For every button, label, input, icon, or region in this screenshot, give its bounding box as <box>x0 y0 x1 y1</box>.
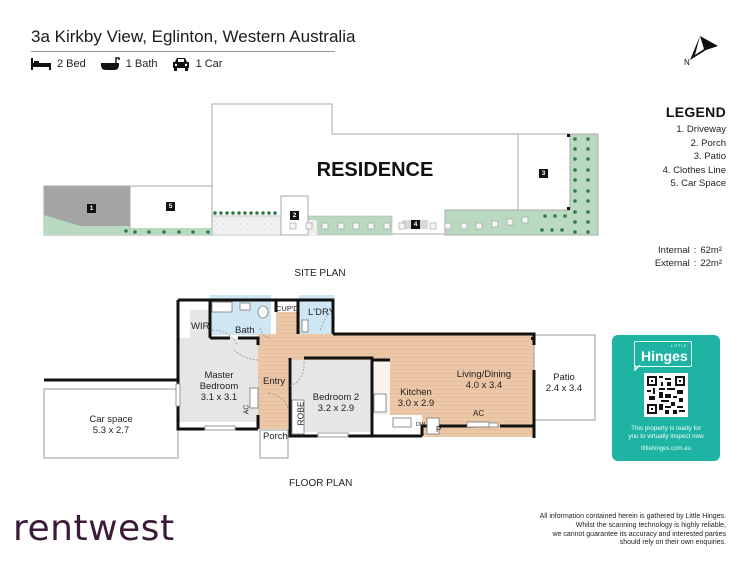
legend-item: 2. Porch <box>690 137 726 149</box>
residence-title: RESIDENCE <box>317 159 434 181</box>
floor-plan <box>43 295 596 459</box>
room-dimensions: 3.0 x 2.9 <box>397 398 435 409</box>
site-plan-caption: SITE PLAN <box>294 268 345 279</box>
room-name: Bedroom 2 <box>312 392 360 403</box>
room-name: Master <box>204 370 234 381</box>
room-master-bedroom: Master Bedroom 3.1 x 3.1 <box>196 370 242 403</box>
separator: : <box>693 245 697 256</box>
hinges-url-link[interactable]: littlehinges.com.au <box>641 446 691 452</box>
area-summary: Internal:62m² External:22m² <box>655 244 722 270</box>
ac-label: AC <box>473 409 485 418</box>
bed-icon <box>31 58 51 70</box>
room-dimensions: 3.2 x 2.9 <box>317 403 355 414</box>
marker-clothes-line: 4 <box>411 220 420 229</box>
marker-car-space: 5 <box>166 202 175 211</box>
room-robe: ROBE <box>295 401 306 426</box>
room-car-space: Car space 5.3 x 2.7 <box>86 414 136 436</box>
feature-bath: 1 Bath <box>100 57 158 71</box>
feature-car-label: 1 Car <box>195 58 223 70</box>
internal-value: 62m² <box>700 245 722 256</box>
hinges-small-label: LITTLE <box>670 343 687 348</box>
marker-patio: 3 <box>539 169 548 178</box>
site-plan: RESIDENCE SITE PLAN <box>43 103 599 279</box>
separator: : <box>693 258 697 269</box>
room-laundry: L'DRY <box>308 307 335 318</box>
room-living-dining: Living/Dining 4.0 x 3.4 <box>452 369 516 391</box>
room-bath: Bath <box>235 325 255 336</box>
disclaimer-line: All information contained herein is gath… <box>539 513 726 520</box>
property-features: 2 Bed 1 Bath 1 Car <box>31 57 222 71</box>
room-dimensions: 4.0 x 3.4 <box>465 380 503 391</box>
room-porch: Porch <box>263 431 288 442</box>
car-icon <box>172 58 189 71</box>
room-name: Patio <box>553 372 575 383</box>
room-dimensions: 2.4 x 3.4 <box>545 383 583 394</box>
disclaimer-line: should rely on their own enquiries. <box>619 539 726 547</box>
disclaimer-line: we cannot guarantee its accuracy and int… <box>552 530 726 538</box>
pantry-label: P <box>436 425 442 434</box>
property-address: 3a Kirkby View, Eglinton, Western Austra… <box>31 27 356 46</box>
ac-label: AC <box>243 404 251 415</box>
external-value: 22m² <box>700 258 722 269</box>
legend-item: 5. Car Space <box>670 178 726 189</box>
room-name: Kitchen <box>400 387 432 398</box>
marker-driveway: 1 <box>87 204 96 213</box>
room-kitchen: Kitchen 3.0 x 2.9 <box>394 387 438 409</box>
legend-title: LEGEND <box>665 104 726 120</box>
room-entry: Entry <box>263 376 286 387</box>
room-patio: Patio 2.4 x 3.4 <box>542 372 586 394</box>
legend-item: 4. Clothes Line <box>662 164 726 176</box>
legend: LEGEND 1. Driveway 2. Porch 3. Patio 4. … <box>663 104 726 191</box>
feature-car: 1 Car <box>172 57 223 71</box>
little-hinges-card[interactable]: LITTLE Hinges This property is ready for… <box>612 335 720 461</box>
feature-bath-label: 1 Bath <box>125 58 158 70</box>
north-arrow-icon <box>690 36 718 60</box>
disclaimer: All information contained herein is gath… <box>540 513 726 548</box>
room-name: Bedroom <box>199 381 239 392</box>
internal-label: Internal <box>658 245 690 256</box>
room-cupboard: CUP'D <box>276 304 299 313</box>
disclaimer-line: Whilst the scanning technology is highly… <box>575 521 726 529</box>
room-name: Car space <box>89 414 133 425</box>
rentwest-logo: rentwest <box>13 508 175 549</box>
hinges-message-line: you to virtually inspect now <box>628 433 704 440</box>
feature-bed-label: 2 Bed <box>57 58 86 70</box>
speech-tail-icon <box>634 365 641 371</box>
legend-item: 3. Patio <box>693 151 726 162</box>
room-name: Living/Dining <box>456 369 512 380</box>
hinges-message: This property is ready for you to virtua… <box>612 425 720 441</box>
feature-bed: 2 Bed <box>31 58 86 70</box>
qr-code-icon <box>647 376 685 414</box>
north-label: N <box>684 58 690 67</box>
marker-porch: 2 <box>290 211 299 220</box>
external-label: External <box>654 258 690 269</box>
title-divider <box>31 51 335 52</box>
hinges-logo-box: LITTLE Hinges <box>634 341 692 367</box>
room-bedroom-2: Bedroom 2 3.2 x 2.9 <box>306 392 366 414</box>
qr-code[interactable] <box>644 373 688 417</box>
legend-item: 1. Driveway <box>676 124 726 135</box>
dishwasher-label: DW <box>416 422 426 428</box>
hinges-logo-text: Hinges <box>641 348 688 364</box>
bath-icon <box>100 57 120 70</box>
floor-plan-caption: FLOOR PLAN <box>289 478 353 489</box>
hinges-message-line: This property is ready for <box>631 425 701 432</box>
room-wir: WIR <box>191 321 210 332</box>
room-dimensions: 3.1 x 3.1 <box>200 392 238 403</box>
room-dimensions: 5.3 x 2.7 <box>92 425 130 436</box>
